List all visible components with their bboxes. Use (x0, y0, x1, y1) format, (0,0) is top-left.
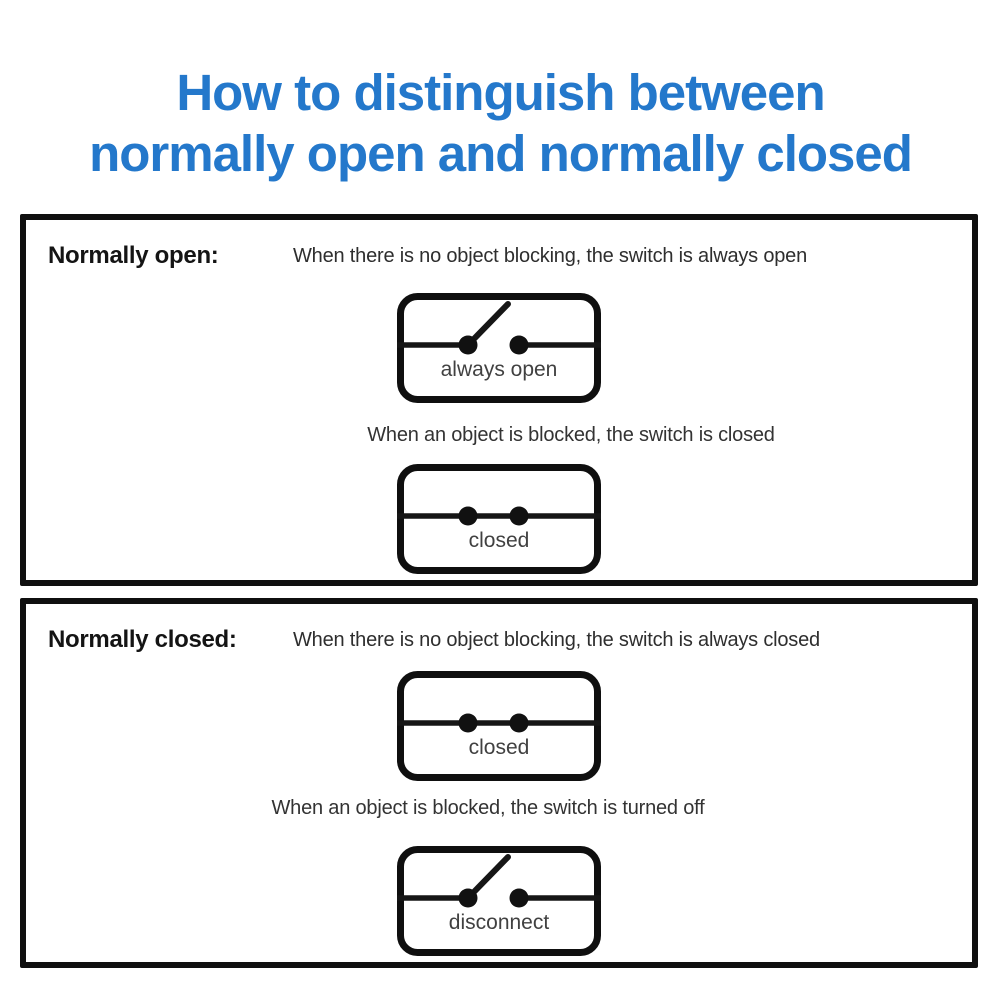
switch-closed-symbol-icon (397, 464, 601, 574)
normally-open-panel: Normally open: When there is no object b… (20, 214, 978, 586)
normally-closed-panel: Normally closed: When there is no object… (20, 598, 978, 968)
switch-figure-label: disconnect (448, 911, 550, 934)
normally-closed-label: Normally closed: (48, 626, 237, 653)
switch-figure-always-open: always open (396, 292, 602, 404)
switch-closed-symbol-icon (397, 671, 601, 781)
normally-open-header: Normally open: When there is no object b… (48, 242, 962, 270)
page-title-line2: normally open and normally closed (89, 125, 913, 182)
blocked-caption: When an object is blocked, the switch is… (271, 797, 705, 819)
switch-figure-label: always open (440, 358, 558, 381)
switch-figure-label: closed (468, 736, 530, 759)
switch-figure-closed: closed (396, 463, 602, 575)
normally-closed-description: When there is no object blocking, the sw… (293, 629, 820, 651)
switch-open-symbol-icon (397, 846, 601, 956)
switch-figure-closed: closed (396, 670, 602, 782)
normally-open-label: Normally open: (48, 242, 219, 269)
switch-open-symbol-icon (397, 293, 601, 403)
normally-open-description: When there is no object blocking, the sw… (293, 245, 808, 267)
switch-figure-disconnect: disconnect (396, 845, 602, 957)
switch-figure-label: closed (468, 529, 530, 552)
normally-closed-header: Normally closed: When there is no object… (48, 626, 962, 654)
blocked-caption: When an object is blocked, the switch is… (367, 424, 775, 446)
page-title-line1: How to distinguish between (176, 64, 825, 121)
